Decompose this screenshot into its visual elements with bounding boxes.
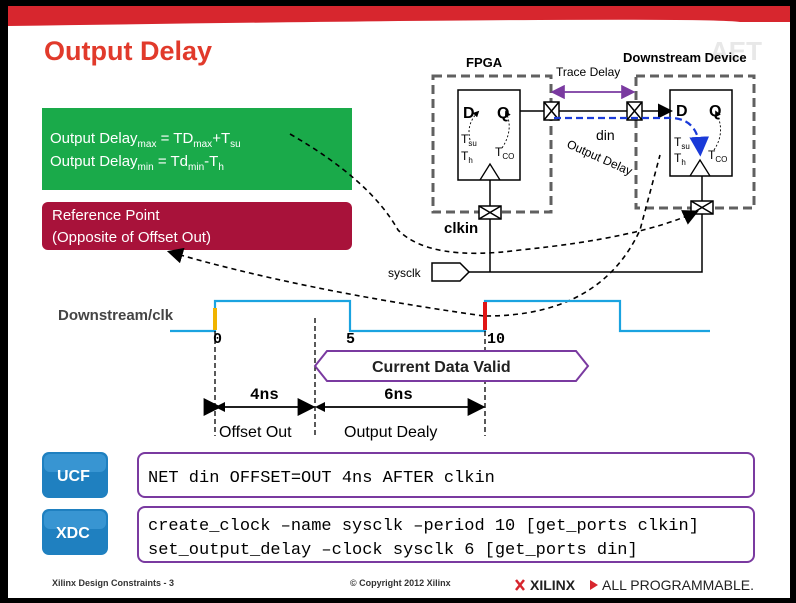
output-delay-path [554, 116, 710, 157]
xdc-constraint-line1: create_clock –name sysclk –period 10 [ge… [148, 517, 699, 536]
xilinx-logo-icon [515, 579, 525, 591]
clock-label: Downstream/clk [58, 307, 174, 324]
xdc-tag-gloss [44, 511, 106, 529]
svg-text:Q: Q [497, 105, 509, 122]
ucf-constraint-box [137, 452, 755, 498]
tick-10: 10 [487, 331, 505, 348]
svg-text:Tsu: Tsu [461, 132, 477, 148]
svg-text:TCO: TCO [708, 148, 727, 164]
sysclk-wire-downstream [469, 214, 703, 273]
sysclk-label: sysclk [388, 266, 422, 280]
svg-text:Q: Q [709, 103, 721, 120]
din-label: din [596, 127, 615, 143]
data-valid-label: Current Data Valid [372, 359, 511, 376]
footer-tagline: ALL PROGRAMMABLE. [602, 577, 754, 593]
xdc-tag-label: XDC [56, 525, 90, 542]
clkin-label: clkin [444, 220, 478, 237]
fpga-label: FPGA [466, 55, 503, 70]
output-delay-caption: Output Dealy [344, 424, 437, 441]
equation-max: Output Delaymax = TDmax+Tsu [50, 130, 241, 150]
xdc-constraint-line2: set_output_delay –clock sysclk 6 [get_po… [148, 541, 638, 560]
reference-point-box [42, 202, 352, 250]
downstream-flip-flop: D Q Tsu Th TCO [669, 89, 733, 177]
footer-copyright: © Copyright 2012 Xilinx [350, 578, 451, 588]
reference-line1: Reference Point [52, 207, 160, 224]
output-value: 6ns [384, 386, 413, 404]
offset-value: 4ns [250, 386, 279, 404]
equation-to-clock-arrow [289, 133, 699, 255]
edge-to-device-curve [485, 154, 661, 317]
output-arrow-head-left [315, 402, 325, 412]
footer-left: Xilinx Design Constraints - 3 [52, 578, 174, 588]
svg-text:D: D [676, 103, 688, 120]
reference-line2: (Opposite of Offset Out) [52, 229, 211, 246]
tick-0: 0 [213, 331, 222, 348]
footer-chevron-icon [590, 580, 598, 590]
downstream-label: Downstream Device [623, 50, 747, 65]
offset-out-label: Offset Out [219, 424, 292, 441]
footer-brand: XILINX [530, 577, 576, 593]
top-band-strip [8, 6, 790, 15]
ucf-tag-gloss [44, 454, 106, 472]
data-valid-window [313, 350, 590, 382]
equation-box [42, 108, 352, 190]
slide-title: Output Delay [44, 36, 212, 66]
ucf-tag-label: UCF [57, 468, 90, 485]
reference-arrow [166, 247, 485, 317]
svg-text:Th: Th [674, 151, 686, 167]
sysclk-connector [431, 262, 471, 282]
equation-min: Output Delaymin = Tdmin-Th [50, 153, 224, 173]
svg-text:Th: Th [461, 149, 473, 165]
ucf-constraint-line: NET din OFFSET=OUT 4ns AFTER clkin [148, 469, 495, 488]
xdc-constraint-box [137, 506, 755, 563]
tick-5: 5 [346, 331, 355, 348]
fpga-clock-pad [478, 205, 502, 220]
watermark: AET [710, 36, 762, 66]
offset-arrow-head-left [215, 402, 225, 412]
svg-text:D: D [463, 105, 475, 122]
svg-text:TCO: TCO [495, 145, 514, 161]
fpga-flip-flop: D Q Tsu Th TCO [457, 89, 521, 181]
svg-text:Tsu: Tsu [674, 135, 690, 151]
trace-delay-label: Trace Delay [556, 65, 620, 79]
